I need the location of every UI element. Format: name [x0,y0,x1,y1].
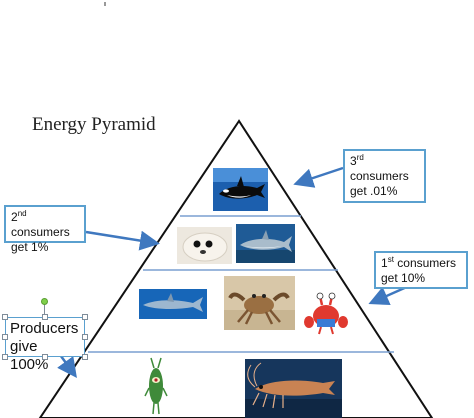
resize-handle-ne[interactable] [82,314,88,320]
producers-label[interactable]: Producers give 100% [2,314,88,373]
resize-handle-nw[interactable] [2,314,8,320]
third-level-number: 3 [350,154,357,168]
resize-handle-se[interactable] [82,354,88,360]
rotation-handle-stem [44,303,45,317]
first-level-line1: consumers [397,256,456,270]
arrow-third [293,166,344,188]
plankton-image [144,356,168,416]
second-level-number: 2 [11,210,18,224]
mr-krabs-image [303,292,349,336]
second-level-line1: consumers [11,225,70,239]
third-level-ordinal: rd [356,153,364,162]
stray-mark [104,2,106,6]
first-consumers-label: 1st consumers get 10% [374,251,468,289]
krill-image [245,359,342,418]
resize-handle-s[interactable] [42,354,48,360]
producers-line2: give 100% [10,338,49,373]
third-level-line2: get .01% [350,184,398,198]
resize-handle-w[interactable] [2,334,8,340]
rotation-handle[interactable] [41,298,48,305]
resize-handle-n[interactable] [42,314,48,320]
third-consumers-label: 3rd consumers get .01% [343,149,426,203]
resize-handle-sw[interactable] [2,354,8,360]
shark-image [139,289,207,319]
orca-image [213,168,268,211]
resize-handle-e[interactable] [82,334,88,340]
second-consumers-label: 2nd consumers get 1% [4,205,86,254]
third-level-line1: consumers [350,169,409,183]
first-level-number: 1 [381,256,388,270]
shark-image [236,224,295,263]
second-level-line2: get 1% [11,240,49,254]
seal-pup-image [177,227,232,264]
arrow-second [85,230,160,251]
crab-image [224,276,295,330]
second-level-ordinal: nd [17,209,27,218]
diagram-title: Energy Pyramid [32,114,156,135]
first-level-line2: get 10% [381,271,426,285]
producers-line1: Producers [10,320,79,337]
first-level-ordinal: st [387,255,394,264]
